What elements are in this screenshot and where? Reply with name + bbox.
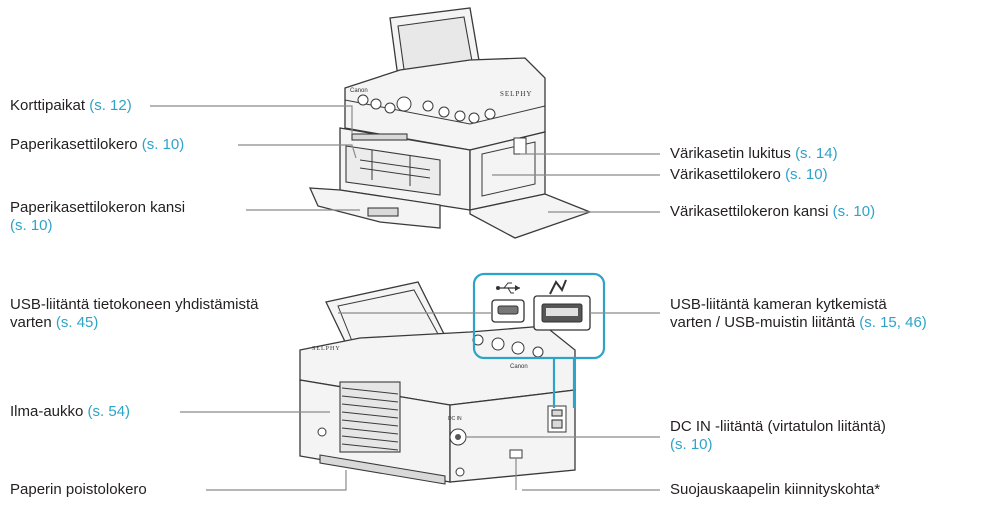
printer-model-text-rear: SELPHY xyxy=(312,346,341,352)
label-usb-pc-ref[interactable]: (s. 45) xyxy=(55,314,99,331)
label-air-vent-text: Ilma-aukko xyxy=(10,403,84,420)
label-paper-tray-cover-ref[interactable]: (s. 10) xyxy=(10,217,53,234)
label-dc-in-text: DC IN -liitäntä (virtatulon liitäntä) xyxy=(670,418,886,435)
usb-symbol-icon xyxy=(496,282,520,294)
printer-brand-text-rear: Canon xyxy=(510,364,528,370)
label-card-slots: Korttipaikat (s. 12) xyxy=(10,97,132,115)
label-ink-lock: Värikasetin lukitus (s. 14) xyxy=(670,145,838,163)
label-ink-slot-ref[interactable]: (s. 10) xyxy=(785,166,828,183)
label-card-slots-ref[interactable]: (s. 12) xyxy=(89,97,132,114)
label-paper-tray-cover: Paperikasettilokeron kansi (s. 10) xyxy=(10,199,185,235)
label-dc-in: DC IN -liitäntä (virtatulon liitäntä) (s… xyxy=(670,418,886,454)
label-paper-tray-cover-text: Paperikasettilokeron kansi xyxy=(10,199,186,216)
label-usb-camera-ref[interactable]: (s. 15, 46) xyxy=(859,314,927,331)
label-ink-cover-text: Värikasettilokeron kansi xyxy=(670,203,829,220)
label-usb-camera-line1: USB-liitäntä kameran kytkemistä xyxy=(670,296,887,313)
air-vent-grille xyxy=(339,381,401,453)
ink-cassette-cover-open xyxy=(469,193,592,239)
label-usb-pc-line1: USB-liitäntä tietokoneen yhdistämistä xyxy=(10,296,259,313)
security-cable-slot xyxy=(509,449,523,459)
printer-rear-illustration: SELPHY Canon DC IN xyxy=(299,281,576,485)
label-ink-slot: Värikasettilokero (s. 10) xyxy=(670,166,828,184)
label-ink-cover-ref[interactable]: (s. 10) xyxy=(832,203,876,220)
label-paper-tray-slot-text: Paperikasettilokero xyxy=(10,136,138,153)
paper-tray-slot xyxy=(345,145,441,196)
label-air-vent: Ilma-aukko (s. 54) xyxy=(10,403,130,421)
printer-brand-text: Canon xyxy=(350,88,368,94)
label-usb-pc: USB-liitäntä tietokoneen yhdistämistä va… xyxy=(10,296,258,332)
pictbridge-icon xyxy=(549,279,567,295)
label-paper-exit: Paperin poistolokero xyxy=(10,481,147,499)
dc-in-text: DC IN xyxy=(448,416,462,422)
label-usb-pc-line2: varten xyxy=(10,314,52,331)
label-security-slot: Suojauskaapelin kiinnityskohta* xyxy=(670,481,880,499)
label-ink-cover: Värikasettilokeron kansi (s. 10) xyxy=(670,203,875,221)
label-paper-tray-slot-ref[interactable]: (s. 10) xyxy=(141,136,185,153)
label-usb-camera: USB-liitäntä kameran kytkemistä varten /… xyxy=(670,296,927,332)
printer-model-text: SELPHY xyxy=(500,90,532,98)
label-ink-lock-ref[interactable]: (s. 14) xyxy=(795,145,838,162)
label-paper-tray-slot: Paperikasettilokero (s. 10) xyxy=(10,136,184,154)
printer-front-illustration: Canon SELPHY xyxy=(308,7,592,239)
usb-callout-box xyxy=(472,272,606,408)
paper-exit-slot xyxy=(319,454,446,485)
card-slot xyxy=(351,133,408,141)
label-dc-in-ref[interactable]: (s. 10) xyxy=(670,436,713,453)
label-ink-slot-text: Värikasettilokero xyxy=(670,166,781,183)
ink-lock-lever xyxy=(513,137,527,155)
label-ink-lock-text: Värikasetin lukitus xyxy=(670,145,791,162)
label-card-slots-text: Korttipaikat xyxy=(10,97,86,114)
printer-right-panel xyxy=(449,389,576,483)
label-paper-exit-text: Paperin poistolokero xyxy=(10,481,147,498)
label-usb-camera-line2: varten / USB-muistin liitäntä xyxy=(670,314,856,331)
label-air-vent-ref[interactable]: (s. 54) xyxy=(87,403,131,420)
label-security-slot-text: Suojauskaapelin kiinnityskohta* xyxy=(670,481,881,498)
